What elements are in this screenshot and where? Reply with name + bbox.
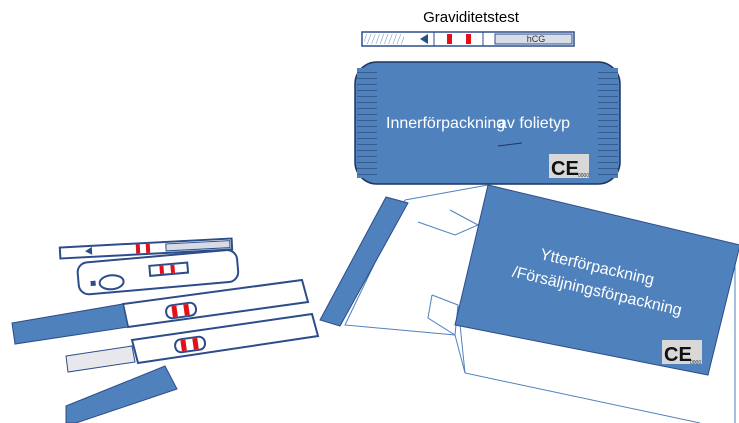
ce-mark-outer: CE 0000 [662,340,702,366]
diagram-title: Graviditetstest [423,9,520,26]
sample-well [98,274,125,291]
inner-pack-label-1: Innerförpackning [386,115,505,132]
ce-mark-inner: CE 0000 [549,154,589,180]
sampler-cap [65,365,178,423]
svg-text:0000: 0000 [578,173,589,179]
outer-sales-package: Ytterförpackning /Försäljningsförpacknin… [454,184,739,376]
svg-text:0000: 0000 [690,360,701,366]
seal-right [598,68,618,178]
test-strip-small [58,237,234,260]
inner-foil-package: Innerförpackning av folietyp CE 0000 [354,61,621,185]
midstream-test-2 [65,312,320,373]
strip-label: hCG [527,34,546,44]
absorbent-tip [364,34,404,44]
control-line [466,34,471,44]
cap [65,345,136,373]
test-cassette [76,249,240,296]
result-window [148,261,190,277]
inner-pack-label-2: av folietyp [498,115,570,132]
outer-box-flap [319,196,409,327]
midstream-test-1 [11,278,310,345]
test-strip-top: hCG [361,31,575,47]
svg-text:CE: CE [551,158,579,180]
handle-area [494,33,573,45]
seal-left [357,68,377,178]
absorbent-sampler [11,303,129,345]
svg-text:CE: CE [664,344,692,366]
test-line [447,34,452,44]
arrow-icon [420,34,428,44]
